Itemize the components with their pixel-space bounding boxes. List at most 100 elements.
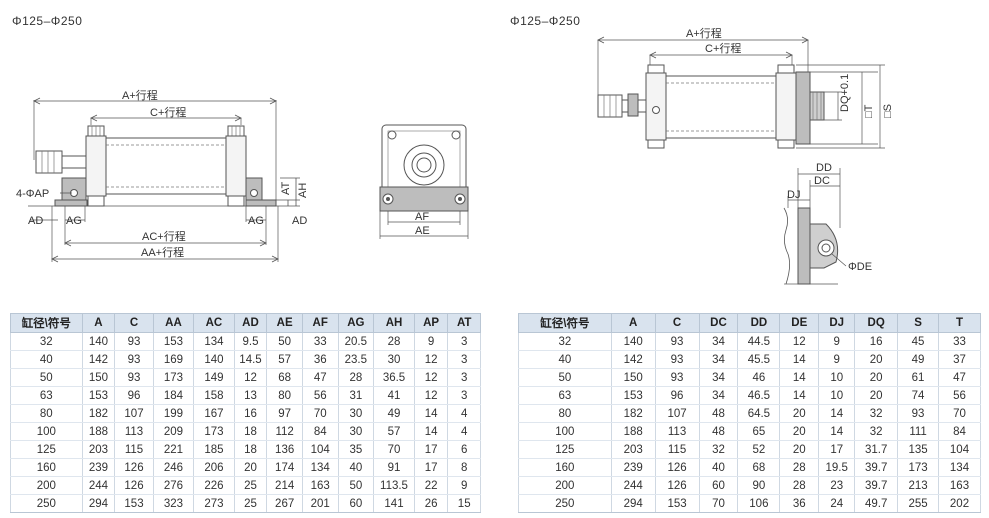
table-cell: 34 [698, 350, 739, 369]
table-cell: 20 [779, 404, 820, 423]
table-cell: 49 [897, 350, 940, 369]
table-cell: 37 [938, 350, 981, 369]
dim-c-label-right: C+行程 [705, 42, 741, 55]
column-header: C [114, 313, 154, 333]
foot-mount-end-view: AF AE [379, 124, 469, 239]
table-cell: 46.5 [737, 386, 781, 405]
table-cell: 32 [854, 422, 899, 441]
table-cell: 184 [152, 386, 195, 405]
table-cell: 173 [897, 458, 940, 477]
table-cell: 17 [413, 440, 449, 459]
label-ap: 4-ΦAP [16, 188, 49, 200]
table-cell: 70 [698, 494, 739, 513]
table-cell: 36 [779, 494, 820, 513]
table-cell: 294 [610, 494, 656, 513]
table-cell: 104 [938, 440, 981, 459]
table-cell: 50 [266, 332, 303, 351]
table-cell: 20 [233, 458, 268, 477]
table-cell: 93 [654, 350, 700, 369]
table-cell: 68 [737, 458, 781, 477]
table-cell: 49 [373, 404, 415, 423]
table-cell: 32 [854, 404, 899, 423]
table-cell: 115 [654, 440, 700, 459]
label-dd: DD [816, 162, 832, 174]
table-cell: 32 [10, 332, 83, 351]
column-header: AD [233, 313, 268, 333]
table-cell: 25 [233, 476, 268, 495]
label-ag-left: AG [66, 215, 82, 227]
table-cell: 18 [233, 422, 268, 441]
table-cell: 153 [152, 332, 195, 351]
table-cell: 126 [654, 458, 700, 477]
table-cell: 23.5 [337, 350, 375, 369]
table-cell: 125 [518, 440, 612, 459]
table-cell: 44.5 [737, 332, 781, 351]
table-cell: 9 [818, 332, 856, 351]
table-cell: 111 [897, 422, 940, 441]
table-cell: 14 [779, 386, 820, 405]
table-cell: 48 [698, 422, 739, 441]
table-cell: 158 [193, 386, 235, 405]
table-cell: 24 [818, 494, 856, 513]
label-dj: DJ [787, 189, 800, 201]
table-cell: 140 [81, 332, 116, 351]
column-header: T [938, 313, 981, 333]
label-ad-left: AD [28, 215, 43, 227]
table-cell: 33 [938, 332, 981, 351]
table-cell: 16 [854, 332, 899, 351]
column-header: A [81, 313, 116, 333]
table-cell: 28 [779, 458, 820, 477]
table-cell: 14 [413, 422, 449, 441]
dim-aa-label: AA+行程 [141, 246, 184, 259]
label-t: □T [863, 104, 875, 118]
table-cell: 203 [610, 440, 656, 459]
table-cell: 63 [518, 386, 612, 405]
table-cell: 45.5 [737, 350, 781, 369]
table-cell: 126 [654, 476, 700, 495]
table-cell: 255 [897, 494, 940, 513]
table-cell: 57 [373, 422, 415, 441]
table-cell: 26 [413, 494, 449, 513]
table-cell: 35 [337, 440, 375, 459]
column-header: AE [266, 313, 303, 333]
column-header: DQ [854, 313, 899, 333]
table-cell: 113 [114, 422, 154, 441]
table-cell: 149 [193, 368, 235, 387]
column-header: S [897, 313, 940, 333]
column-header: DD [737, 313, 781, 333]
table-cell: 30 [373, 350, 415, 369]
table-cell: 10 [818, 386, 856, 405]
table-cell: 19.5 [818, 458, 856, 477]
label-dc: DC [814, 175, 830, 187]
table-cell: 17 [413, 458, 449, 477]
table-cell: 244 [81, 476, 116, 495]
table-cell: 126 [114, 476, 154, 495]
table-cell: 12 [233, 368, 268, 387]
table-cell: 12 [413, 386, 449, 405]
table-cell: 70 [373, 440, 415, 459]
table-cell: 185 [193, 440, 235, 459]
table-cell: 136 [266, 440, 303, 459]
label-ad-right: AD [292, 215, 307, 227]
table-cell: 80 [518, 404, 612, 423]
label-ag-right: AG [248, 215, 264, 227]
table-cell: 56 [301, 386, 339, 405]
table-cell: 93 [897, 404, 940, 423]
label-s: □S [882, 104, 894, 118]
table-cell: 28 [779, 476, 820, 495]
table-cell: 49.7 [854, 494, 899, 513]
table-cell: 206 [193, 458, 235, 477]
table-cell: 214 [266, 476, 303, 495]
table-cell: 93 [654, 368, 700, 387]
label-ah: AH [297, 183, 309, 198]
table-cell: 135 [897, 440, 940, 459]
dim-c-label: C+行程 [150, 106, 186, 119]
table-cell: 28 [373, 332, 415, 351]
column-header: 缸径\符号 [518, 313, 612, 333]
